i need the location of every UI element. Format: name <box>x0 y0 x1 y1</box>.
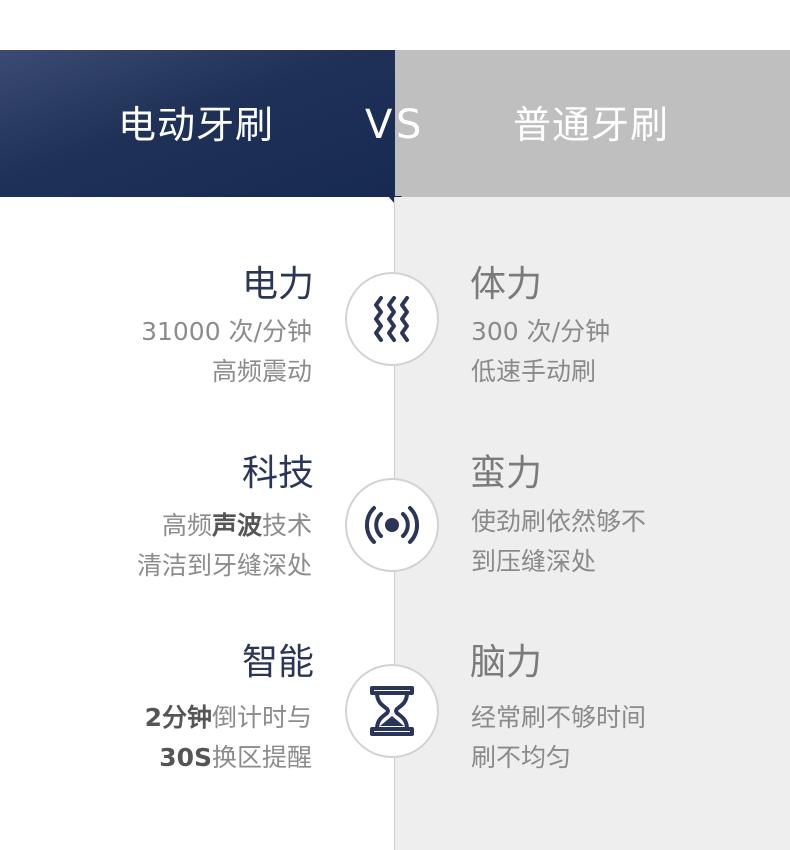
row2-left-line1-seg0: 高频 <box>161 511 212 540</box>
header-electric-panel <box>0 50 395 197</box>
row3-right-desc: 经常刷不够时间 刷不均匀 <box>471 698 646 778</box>
vibration-icon <box>374 296 409 342</box>
row2-left-title: 科技 <box>241 453 314 494</box>
row3-right-title: 脑力 <box>470 642 543 683</box>
row1-left-line1-seg0: 31000 次/分钟 <box>141 317 312 346</box>
vs-label-s: S <box>396 102 422 148</box>
vs-label-v: V <box>365 102 393 148</box>
row2-left-line1-seg1: 声波 <box>211 511 262 540</box>
row2-right-line1: 使劲刷依然够不 <box>471 507 647 536</box>
row2-right-desc: 使劲刷依然够不 到压缝深处 <box>471 502 646 582</box>
row2-left-line1: 高频声波技术 <box>137 506 312 546</box>
row3-right-line2: 刷不均匀 <box>471 743 572 772</box>
row1-icon-circle <box>345 272 439 366</box>
row2-left-desc: 高频声波技术 清洁到牙缝深处 <box>137 506 312 586</box>
manual-column-background <box>395 197 790 850</box>
row1-left-desc: 31000 次/分钟 高频震动 <box>141 312 312 392</box>
row3-left-line2: 30S换区提醒 <box>145 738 312 778</box>
row1-left-title: 电力 <box>241 264 314 305</box>
row2-right-line2: 到压缝深处 <box>471 547 597 576</box>
row3-left-line1-seg1: 倒计时与 <box>211 703 312 732</box>
row3-left-desc: 2分钟倒计时与 30S换区提醒 <box>145 698 312 778</box>
row1-left-line2: 高频震动 <box>141 352 312 392</box>
row1-right-line1: 300 次/分钟 <box>471 317 611 346</box>
row2-icon-circle <box>345 478 439 572</box>
sonic-wave-icon <box>364 506 420 544</box>
hourglass-icon <box>370 686 414 736</box>
row1-right-title: 体力 <box>470 264 543 305</box>
electric-toothbrush-title: 电动牙刷 <box>118 103 275 147</box>
row1-left-line2-seg0: 高频震动 <box>211 357 312 386</box>
row3-left-line1: 2分钟倒计时与 <box>145 698 312 738</box>
row2-right-title: 蛮力 <box>470 453 543 494</box>
manual-toothbrush-title: 普通牙刷 <box>513 103 670 147</box>
row1-left-line1: 31000 次/分钟 <box>141 312 312 352</box>
row3-icon-circle <box>345 664 439 758</box>
row3-left-line1-seg0: 2分钟 <box>144 703 212 732</box>
row2-left-line2: 清洁到牙缝深处 <box>137 546 312 586</box>
header-manual-panel <box>395 50 790 197</box>
row3-left-line2-seg0: 30S <box>159 743 212 772</box>
row2-left-line2-seg0: 清洁到牙缝深处 <box>136 551 312 580</box>
row2-left-line1-seg2: 技术 <box>261 511 312 540</box>
row3-right-line1: 经常刷不够时间 <box>471 703 647 732</box>
row3-left-line2-seg1: 换区提醒 <box>211 743 312 772</box>
row1-right-line2: 低速手动刷 <box>471 357 597 386</box>
row1-right-desc: 300 次/分钟 低速手动刷 <box>471 312 610 392</box>
row3-left-title: 智能 <box>241 642 314 683</box>
